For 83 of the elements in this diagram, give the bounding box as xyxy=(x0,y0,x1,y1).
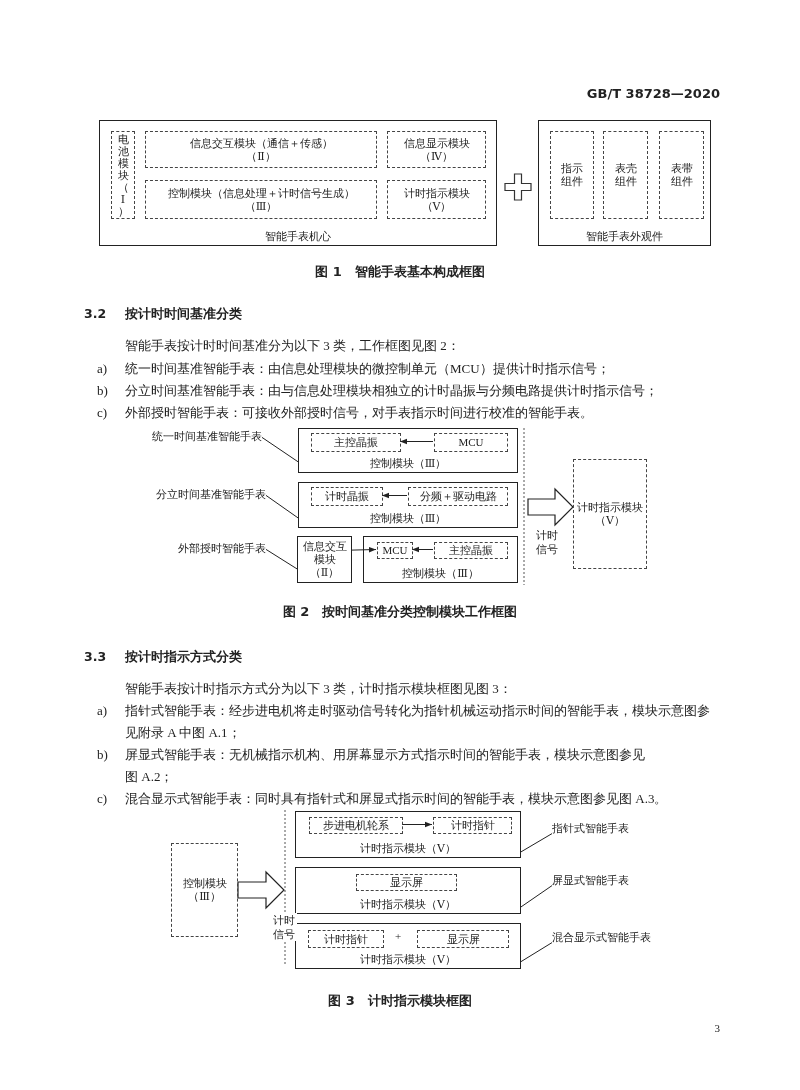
leader-line xyxy=(265,494,299,519)
list-item: 屏显式智能手表：无机械指示机构、用屏幕显示方式指示时间的智能手表，模块示意图参见图 A.2； xyxy=(125,746,646,786)
group-box xyxy=(295,923,521,969)
module-box: 主控晶振 xyxy=(434,542,508,559)
group-box xyxy=(298,482,518,528)
box-title: 控制模块（Ⅲ） xyxy=(402,567,479,579)
section-heading: 按计时时间基准分类 xyxy=(125,305,243,323)
list-marker: b) xyxy=(97,382,109,400)
module-box: 计时指针 xyxy=(433,817,512,834)
arrow xyxy=(381,492,408,499)
block-arrow xyxy=(527,487,574,527)
module-box: 步进电机轮系 xyxy=(309,817,403,834)
module-box: 显示屏 xyxy=(356,874,457,891)
module-box: 信息显示模块（Ⅳ） xyxy=(387,131,486,168)
group-box xyxy=(295,867,521,914)
leader-line xyxy=(520,885,553,908)
list-marker: a) xyxy=(97,360,109,378)
module-box: 显示屏 xyxy=(417,930,509,948)
category-label: 指针式智能手表 xyxy=(552,821,652,835)
module-box: MCU xyxy=(434,433,508,452)
list-marker: c) xyxy=(97,790,109,808)
arrow xyxy=(399,438,434,445)
module-box: 信息交互模块（通信＋传感）（Ⅱ） xyxy=(145,131,377,168)
category-label: 统一时间基准智能手表 xyxy=(148,429,262,443)
box-title: 控制模块（Ⅲ） xyxy=(369,512,447,524)
box-title: 计时指示模块（Ⅴ） xyxy=(360,898,456,910)
edge-label: 计时信号 xyxy=(271,913,297,941)
leader-line xyxy=(520,942,553,963)
module-box: 控制模块（Ⅲ） xyxy=(171,843,238,937)
box-title: 计时指示模块（Ⅴ） xyxy=(360,953,456,965)
category-label: 分立时间基准智能手表 xyxy=(148,487,266,501)
list-item: 指针式智能手表：经步进电机将走时驱动信号转化为指针机械运动指示时间的智能手表，模块示意图参见附录 A 中图 A.1； xyxy=(125,702,711,742)
section-number: 3.2 xyxy=(84,305,108,323)
figure-caption: 图 1 智能手表基本构成框图 xyxy=(314,263,486,281)
paragraph: 智能手表按计时指示方式分为以下 3 类，计时指示模块框图见图 3： xyxy=(125,680,513,698)
plus-sign: + xyxy=(393,929,403,943)
list-item: 统一时间基准智能手表：由信息处理模块的微控制单元（MCU）提供计时指示信号； xyxy=(125,360,611,378)
module-box: 计时指示模块（Ⅴ） xyxy=(573,459,647,569)
list-marker: a) xyxy=(97,702,109,720)
arrow xyxy=(401,821,433,828)
group-box xyxy=(298,428,518,473)
module-box: MCU xyxy=(377,542,413,559)
page-number: 3 xyxy=(713,1021,720,1035)
figure-caption: 图 3 计时指示模块框图 xyxy=(327,992,473,1010)
standard-number: GB/T 38728—2020 xyxy=(585,85,720,103)
group-box xyxy=(363,536,518,583)
module-box: 控制模块（信息处理＋计时信号生成）（Ⅲ） xyxy=(145,180,377,219)
module-box: 电池模块（Ⅰ） xyxy=(111,131,135,219)
figure-caption: 图 2 按时间基准分类控制模块工作框图 xyxy=(281,603,519,621)
box-title: 控制模块（Ⅲ） xyxy=(369,457,447,469)
group-box xyxy=(538,120,711,246)
list-marker: c) xyxy=(97,404,109,422)
module-box: 表壳组件 xyxy=(603,131,648,219)
category-label: 屏显式智能手表 xyxy=(552,873,652,887)
arrow xyxy=(411,546,434,553)
block-arrow xyxy=(237,870,285,910)
leader-line xyxy=(265,548,298,570)
edge-label: 计时信号 xyxy=(534,528,560,556)
group-box xyxy=(295,811,521,858)
box-title: 智能手表外观件 xyxy=(586,230,663,242)
list-item: 外部授时智能手表：可接收外部授时信号，对手表指示时间进行校准的智能手表。 xyxy=(125,404,594,422)
group-box xyxy=(99,120,497,246)
paragraph: 智能手表按计时时间基准分为以下 3 类，工作框图见图 2： xyxy=(125,337,461,355)
category-label: 混合显示式智能手表 xyxy=(552,930,664,944)
module-box: 计时指针 xyxy=(308,930,384,948)
leader-line xyxy=(520,833,553,853)
section-heading: 按计时指示方式分类 xyxy=(125,648,243,666)
module-box: 计时指示模块（Ⅴ） xyxy=(387,180,486,219)
category-label: 外部授时智能手表 xyxy=(168,541,266,555)
section-number: 3.3 xyxy=(84,648,108,666)
box-title: 智能手表机心 xyxy=(265,230,331,242)
list-item: 混合显示式智能手表：同时具有指针式和屏显式指示时间的智能手表，模块示意图参见图 A.3。 xyxy=(125,790,669,808)
module-box: 表带组件 xyxy=(659,131,704,219)
list-item: 分立时间基准智能手表：由与信息处理模块相独立的计时晶振与分频电路提供计时指示信号； xyxy=(125,382,659,400)
module-box: 指示组件 xyxy=(550,131,594,219)
arrow xyxy=(351,546,377,553)
box-title: 计时指示模块（Ⅴ） xyxy=(360,842,456,854)
leader-line xyxy=(261,436,299,463)
module-box: 分频＋驱动电路 xyxy=(408,487,508,506)
list-marker: b) xyxy=(97,746,109,764)
module-box: 主控晶振 xyxy=(311,433,401,452)
group-box: 信息交互模块（Ⅱ） xyxy=(297,536,352,583)
module-box: 计时晶振 xyxy=(311,487,383,506)
